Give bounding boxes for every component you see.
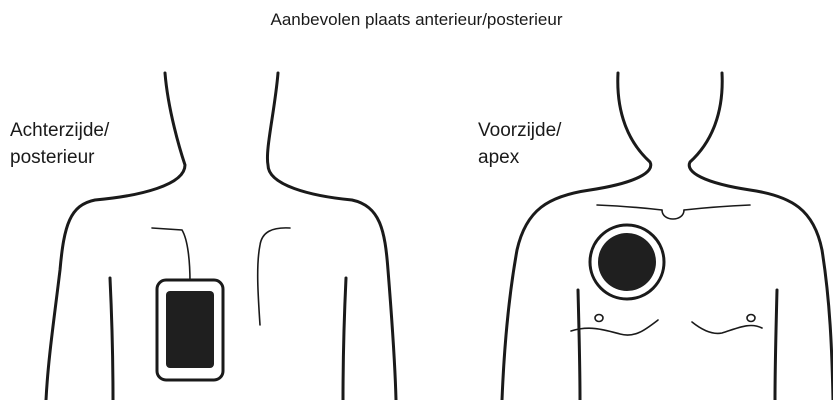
front-collarbones bbox=[597, 205, 750, 219]
left-nipple bbox=[595, 315, 603, 322]
front-chest-lines bbox=[571, 315, 762, 336]
back-pad-electrode bbox=[166, 291, 214, 368]
front-pad-electrode bbox=[598, 233, 656, 291]
back-pad bbox=[157, 280, 223, 380]
right-nipple bbox=[747, 315, 755, 322]
jugular-notch bbox=[662, 210, 684, 219]
front-pad bbox=[590, 225, 664, 299]
front-torso-outline bbox=[502, 73, 833, 400]
